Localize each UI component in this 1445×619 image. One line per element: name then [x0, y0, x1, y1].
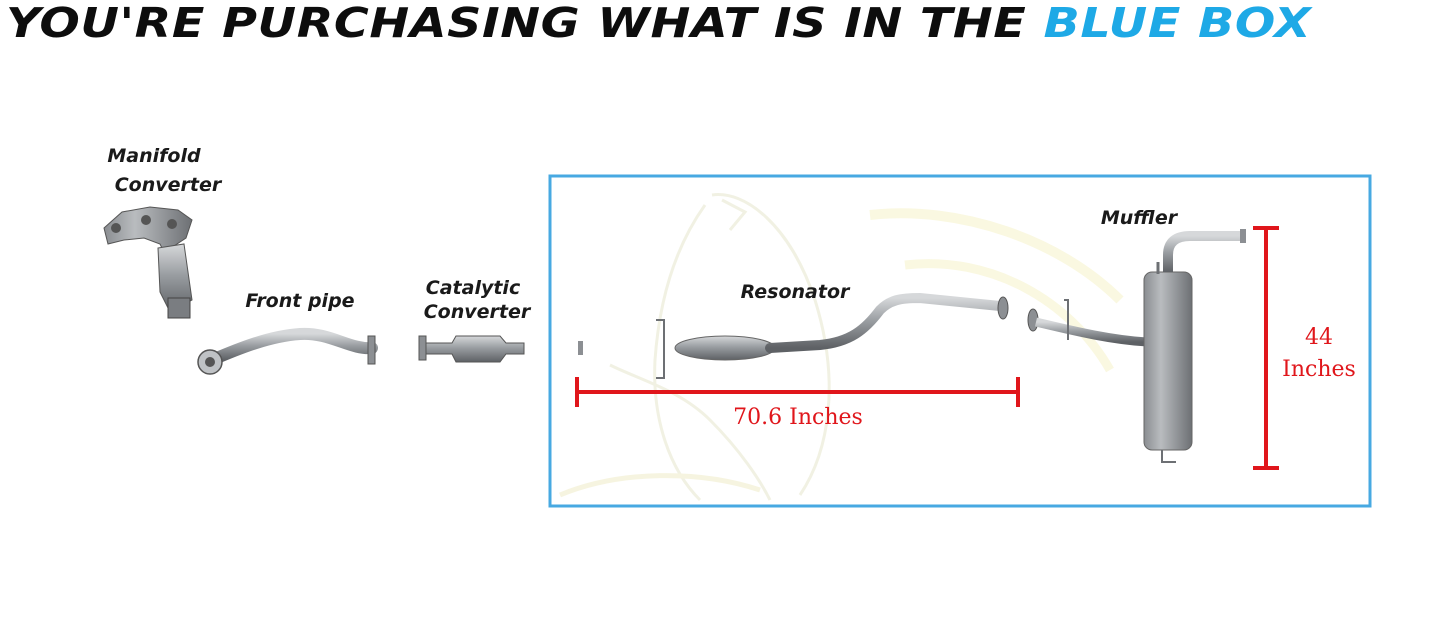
height-measure-line	[1253, 226, 1279, 470]
manifold-label-line2: Converter	[115, 174, 223, 196]
catalytic-converter-part	[418, 335, 525, 363]
resonator-pipe-part	[578, 292, 1009, 379]
blue-box	[548, 174, 1372, 508]
height-measure-unit: Inches	[1282, 357, 1356, 382]
headline: YOU'RE PURCHASING WHAT IS IN THE BLUE BO…	[6, 0, 1311, 48]
front-pipe-part	[197, 327, 378, 375]
headline-blue-box-text: BLUE BOX	[1043, 0, 1312, 47]
catalytic-label-line2: Converter	[424, 301, 532, 323]
muffler-label: Muffler	[1101, 207, 1179, 229]
catalytic-label-line1: Catalytic	[426, 277, 521, 299]
horse-watermark-icon	[559, 193, 1124, 502]
muffler-part	[1027, 229, 1246, 463]
manifold-label-line1: Manifold	[107, 145, 201, 167]
front-pipe-label: Front pipe	[245, 290, 354, 312]
length-measure-line	[575, 377, 1020, 407]
manifold-converter-part	[103, 206, 193, 319]
resonator-label: Resonator	[741, 281, 851, 303]
height-measure-value: 44	[1305, 325, 1333, 350]
length-measure-label: 70.6 Inches	[733, 405, 863, 430]
headline-text: YOU'RE PURCHASING WHAT IS IN THE	[6, 0, 1027, 47]
